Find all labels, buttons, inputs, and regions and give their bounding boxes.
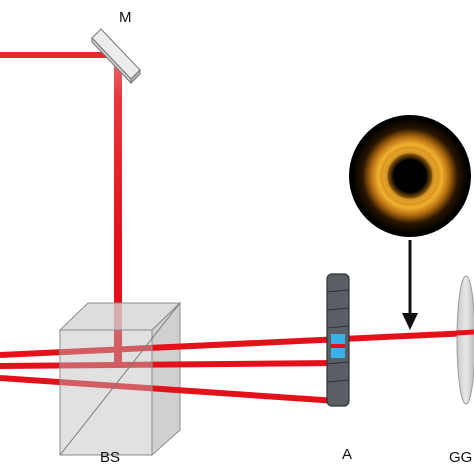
label-mirror: M — [119, 9, 132, 26]
laser-beams-horizontal — [0, 330, 471, 404]
beam-splitter-cube — [58, 301, 182, 457]
beam-to-aperture-middle — [0, 360, 338, 369]
aperture — [326, 273, 350, 407]
laser-beam-vertical — [114, 52, 122, 364]
beam-to-ground-glass — [0, 330, 471, 358]
label-beam-splitter: BS — [100, 449, 120, 466]
down-arrow-icon — [402, 240, 418, 330]
beam-to-aperture-bottom — [0, 375, 338, 404]
beam-splitter-front — [59, 302, 181, 456]
donut-beam-profile-image — [349, 115, 471, 237]
label-aperture: A — [342, 446, 352, 463]
ground-glass — [456, 275, 474, 405]
mirror — [91, 28, 141, 85]
beam-on-ground-glass — [455, 329, 474, 336]
label-ground-glass: GG — [449, 449, 472, 466]
